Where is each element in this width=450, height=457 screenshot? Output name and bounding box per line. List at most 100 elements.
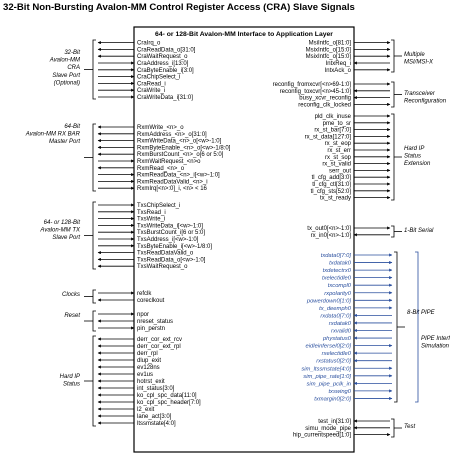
- group-label: MSI/MSI-X: [404, 60, 434, 66]
- right-signal: IntxReq_i: [326, 61, 390, 67]
- group-label: PIPE Interface: [421, 336, 450, 342]
- signal-label: tx_deemph0: [319, 306, 352, 312]
- signal-label: IntxAck_o: [325, 68, 352, 74]
- signal-label: RxmByteEnable_<n>_o[<w>-1/8:0]: [137, 145, 231, 151]
- signal-label: CraChipSelect_i: [137, 75, 180, 81]
- left-signal: ev128ns: [97, 365, 160, 371]
- left-signal: dlup_exit: [97, 358, 161, 364]
- signal-label: RxmAddress_<n>_o[31:0]: [137, 132, 207, 138]
- right-signal: pme_to_sr: [323, 121, 391, 127]
- left-signal: CraAddress_i[13:0]: [98, 61, 189, 67]
- right-signal: rx_st_bar[7:0]: [314, 128, 391, 134]
- right-signal: pld_clk_inuse: [315, 114, 391, 120]
- group-label: Multiple: [404, 52, 425, 58]
- signal-label: nreset_status: [137, 319, 173, 325]
- right-signal: rx_st_data[127:0]: [305, 134, 391, 140]
- signal-label: CraWrite_i: [137, 88, 165, 94]
- right-signal: MsixIntfc_o[15:0]: [306, 47, 391, 53]
- right-signal: reconfig_toxcvr[<n>45-1:0]: [280, 89, 390, 95]
- left-signal: RxmWrite_<n>_o: [97, 125, 184, 131]
- left-signal: CraRead_i: [98, 81, 166, 87]
- right-signal: rx_st_err: [327, 148, 391, 154]
- signal-label: CraIrq_o: [137, 41, 161, 47]
- right-group: Test: [391, 418, 415, 438]
- signal-label: rxdata0[7:0]: [320, 313, 351, 319]
- left-group: Reset: [64, 310, 96, 332]
- signal-label: RxmReadDataValid_<n>_i: [137, 179, 208, 185]
- signal-label: TxsRead_i: [137, 210, 166, 216]
- signal-label: txmargin0[2:0]: [314, 396, 351, 402]
- signal-label: MsiIntfc_o[81:0]: [309, 41, 352, 47]
- signal-label: tl_cfg_sts[52:0]: [311, 189, 352, 195]
- left-signal: RxmAddress_<n>_o[31:0]: [97, 132, 207, 138]
- signal-label: reconfig_fromxcvr[<n>69-1:0]: [273, 82, 352, 88]
- signal-label: TxsReadDataValid_o: [137, 251, 194, 257]
- left-signal: ltssmstate[4:0]: [97, 421, 176, 427]
- left-signal: TxsAddress_i[<w>-1:0]: [98, 237, 199, 243]
- signal-label: hotrst_exit: [137, 379, 165, 385]
- left-signal-list: CraIrq_oCraReadData_o[31:0]CraWaitReques…: [97, 41, 231, 427]
- pipe-signal: rxdata0[7:0]: [320, 313, 392, 319]
- left-signal: RxmBurstCount_<n>_o[6 or 5:0]: [97, 152, 224, 158]
- right-signal: reconfig_fromxcvr[<n>69-1:0]: [273, 82, 391, 88]
- signal-label: CraRead_i: [137, 81, 166, 87]
- left-signal: RxmIrq[<n>:0]_i, <n> < 16: [98, 186, 208, 192]
- signal-label: hip_currentspeed[1:0]: [293, 433, 351, 439]
- signal-label: reconfig_clk_locked: [298, 102, 351, 108]
- signal-label: rx_st_sop: [325, 155, 352, 161]
- signal-label: MsixIntfc_o[15:0]: [306, 47, 352, 53]
- right-signal: tl_cfg_add[3:0]: [312, 175, 391, 181]
- signal-label: CraWaitRequest_o: [137, 54, 188, 60]
- interface-block: [133, 26, 355, 453]
- right-group: 1-Bit Serial: [391, 225, 434, 238]
- left-signal: CraWaitRequest_o: [97, 54, 188, 60]
- signal-label: TxsWrite_i: [137, 217, 165, 223]
- signal-label: rxelectidle0: [322, 351, 352, 357]
- left-signal: RxmWriteData_<n>_o[<w>-1:0]: [97, 139, 222, 145]
- signal-label: TxsBurstCount_i[6 or 5:0]: [137, 230, 205, 236]
- left-signal: ko_cpl_spc_header[7:0]: [97, 400, 201, 406]
- group-label: (Optional): [54, 80, 80, 86]
- group-label: 64-Bit: [64, 124, 80, 130]
- signal-label: rx_st_eop: [325, 141, 352, 147]
- signal-label: ko_cpl_spc_data[11:0]: [137, 393, 197, 399]
- left-signal: ko_cpl_spc_data[11:0]: [97, 393, 197, 399]
- signal-label: RxmReadData_<n>_i[<w>-1:0]: [137, 173, 220, 179]
- signal-label: TxsChipSelect_i: [137, 203, 180, 209]
- pipe-signal: rxelectidle0: [322, 351, 392, 357]
- group-label: Avalon-MM TX: [39, 228, 81, 234]
- signal-label: txdata0[7:0]: [321, 253, 352, 259]
- signal-label: tl_cfg_add[3:0]: [312, 175, 352, 181]
- pipe-signal: powerdown0[1:0]: [306, 298, 393, 304]
- figure-title: 32-Bit Non-Bursting Avalon-MM Control Re…: [3, 2, 355, 13]
- left-signal: refclk: [98, 291, 152, 297]
- right-group: 8-Bit PIPE: [394, 251, 436, 403]
- left-signal: CraReadData_o[31:0]: [97, 47, 196, 53]
- signal-label: CraWriteData_i[31:0]: [137, 95, 193, 101]
- right-signal: tl_cfg_sts[52:0]: [311, 189, 391, 195]
- signal-label: powerdown0[1:0]: [306, 298, 352, 304]
- signal-label: RxmBurstCount_<n>_o[6 or 5:0]: [137, 152, 224, 158]
- signal-label: phystatus0: [322, 336, 352, 342]
- group-label: CRA: [67, 65, 80, 71]
- signal-label: refclk: [137, 291, 152, 297]
- signal-label: sim_ltssmstate[4:0]: [301, 366, 351, 372]
- left-group: Clocks: [62, 289, 96, 304]
- signal-label: rxdatak0: [329, 321, 352, 327]
- right-signal: tx_out0[<n>-1:0]: [307, 226, 391, 232]
- group-label: Hard IP: [60, 374, 80, 380]
- group-label: Clocks: [62, 292, 80, 298]
- signal-label: rx_in0[<n>-1:0]: [311, 233, 352, 239]
- pipe-signal: rxdatak0: [329, 321, 392, 327]
- right-group-labels: MultipleMSI/MSI-XTransceiverReconfigurat…: [391, 39, 450, 438]
- left-signal: TxsRead_i: [98, 210, 166, 216]
- left-signal: npor: [98, 312, 149, 318]
- group-label: Status: [63, 382, 80, 388]
- group-label: Slave Port: [52, 73, 80, 79]
- left-signal: CraWrite_i: [98, 88, 165, 94]
- signal-label: rx_st_err: [327, 148, 351, 154]
- pipe-signal: txcompl0: [328, 283, 393, 289]
- group-label: Reset: [64, 313, 80, 319]
